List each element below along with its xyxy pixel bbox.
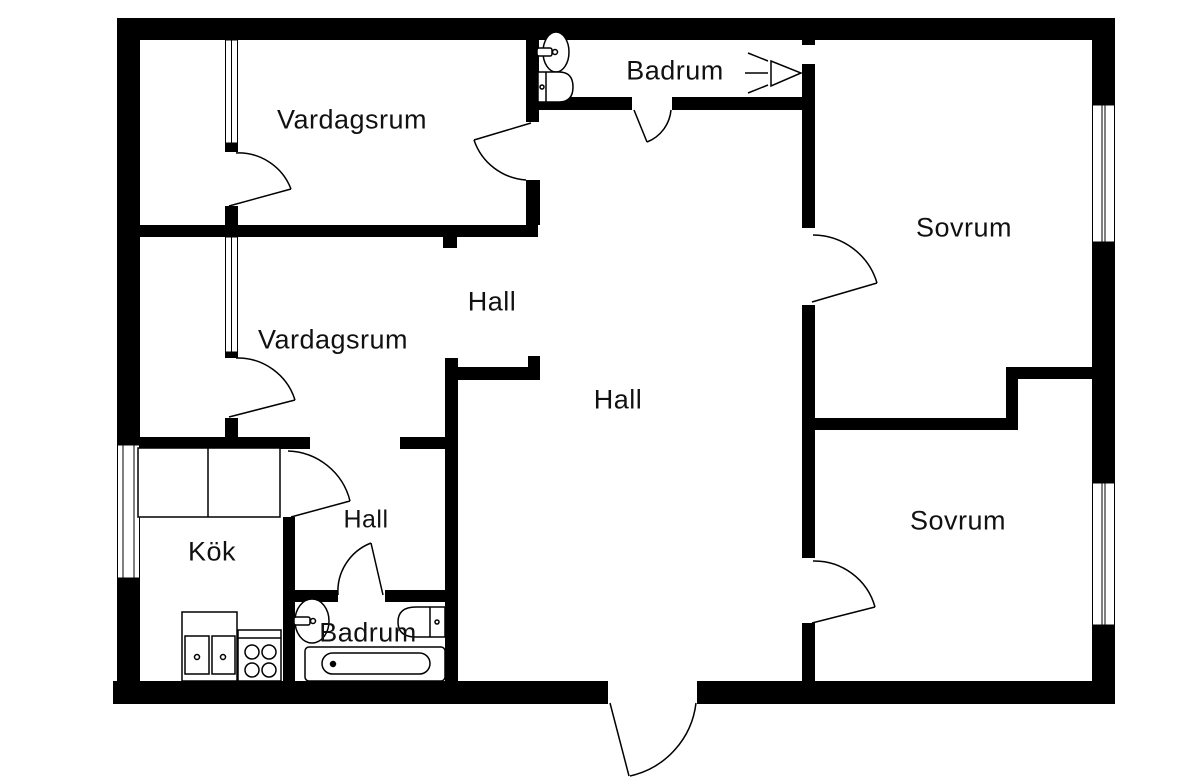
wall-bedroom-divider-low — [815, 418, 1006, 430]
door-sovrum-lower — [811, 560, 876, 624]
window-right-lower-icon — [1092, 482, 1115, 626]
wall-badrum-upper-bottom-2 — [672, 97, 815, 110]
room-label-badrum-upper: Badrum — [626, 55, 724, 86]
sink-lower-icon — [293, 598, 330, 644]
wall-vardagsrum1-east-lower — [526, 180, 540, 225]
wall-kitchen-top-1 — [140, 437, 310, 449]
door-badrum-upper — [633, 109, 672, 143]
interior-walls — [140, 40, 1092, 681]
window-right-upper-icon — [1092, 104, 1115, 243]
bathtub-icon — [304, 646, 446, 682]
wall-bedroom-west-d — [802, 623, 815, 681]
wall-badrum-lower-top-1 — [283, 590, 338, 602]
partition-window-upper-icon — [225, 39, 238, 144]
wall-vardagsrum1-east-upper — [526, 40, 539, 122]
door-entrance — [609, 702, 697, 777]
toilet-lower-icon — [397, 606, 446, 638]
partition-window-lower-icon — [225, 236, 238, 353]
room-label-hall-small: Hall — [343, 505, 389, 534]
wall-bottom-right — [697, 681, 1115, 704]
wall-bottom-left — [113, 681, 608, 704]
stove-icon — [237, 629, 282, 682]
wall-bedroom-divider-jog — [1006, 367, 1018, 430]
partition2-stub — [225, 418, 238, 437]
kitchen-cabinet-icon — [181, 611, 238, 682]
door-vardagsrum1 — [473, 122, 532, 181]
windows — [117, 39, 1115, 626]
door-closet-upper — [228, 152, 292, 207]
door-kitchen — [287, 450, 351, 518]
wall-right-2 — [1092, 242, 1115, 483]
room-label-vardagsrum-upper: Vardagsrum — [276, 104, 428, 135]
room-label-badrum-lower: Badrum — [319, 617, 417, 648]
wall-badrum-lower-top-2 — [385, 590, 445, 602]
room-label-sovrum-upper: Sovrum — [915, 212, 1013, 243]
wall-top — [117, 18, 1115, 40]
window-left-kitchen-icon — [117, 444, 140, 579]
wall-bedroom-west-a — [802, 40, 815, 45]
outer-walls — [113, 18, 1115, 704]
wall-kitchen-top-2 — [400, 437, 445, 449]
wall-bedroom-west-c — [802, 305, 815, 558]
partition1-cap — [225, 143, 238, 152]
partition2-cap — [225, 352, 238, 358]
partition1-stub — [225, 206, 238, 225]
wall-bedroom-west-b — [802, 64, 815, 228]
room-label-vardagsrum-lower: Vardagsrum — [257, 324, 409, 355]
room-label-hall-main: Hall — [593, 384, 643, 415]
door-sovrum-upper — [811, 234, 878, 303]
wall-vardagsrum-divider — [140, 225, 538, 237]
room-label-sovrum-lower: Sovrum — [909, 505, 1007, 536]
wall-right-1 — [1092, 40, 1115, 105]
wall-left-upper — [117, 40, 140, 445]
doors — [228, 109, 878, 777]
wall-left-lower — [117, 578, 140, 681]
room-label-kok: Kök — [187, 536, 237, 567]
wall-bedroom-divider-high — [1018, 367, 1092, 379]
toilet-upper-icon — [537, 71, 574, 103]
wall-hall-west — [445, 358, 458, 681]
door-badrum-lower — [337, 542, 384, 596]
wall-hall-return — [458, 367, 528, 380]
room-label-hall-upper: Hall — [467, 286, 517, 317]
wall-stub-hall — [443, 237, 457, 248]
kitchen-counter-icon — [137, 447, 281, 518]
wall-hall-return-cap — [528, 356, 540, 380]
fixtures — [137, 31, 803, 682]
door-closet-lower — [228, 357, 296, 418]
entrance-arrow-icon — [745, 52, 803, 94]
